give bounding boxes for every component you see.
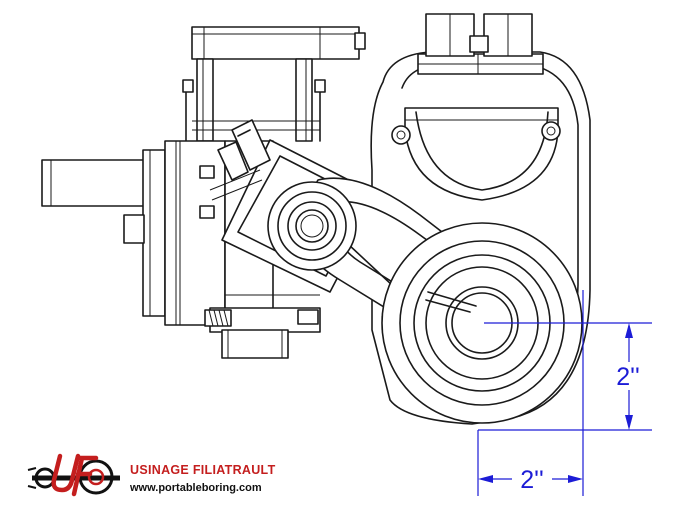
vertical-dimension: 2'' (478, 322, 652, 431)
horizontal-dimension-label: 2'' (520, 466, 543, 494)
top-motor-block (182, 26, 366, 142)
left-flange-body (41, 140, 321, 359)
brand-logo (27, 453, 120, 497)
logo-f-mark (71, 455, 99, 497)
vertical-dimension-label: 2'' (616, 363, 639, 391)
left-spindle (267, 181, 357, 271)
arrowhead-icon (625, 415, 633, 430)
arrowhead-icon (625, 323, 633, 338)
website-link[interactable]: www.portableboring.com (129, 482, 262, 494)
horizontal-dimension: 2'' (477, 290, 584, 496)
logo-u-mark (51, 453, 81, 493)
company-name: USINAGE FILIATRAULT (130, 463, 276, 477)
arrowhead-icon (478, 475, 493, 483)
arrowhead-icon (568, 475, 583, 483)
